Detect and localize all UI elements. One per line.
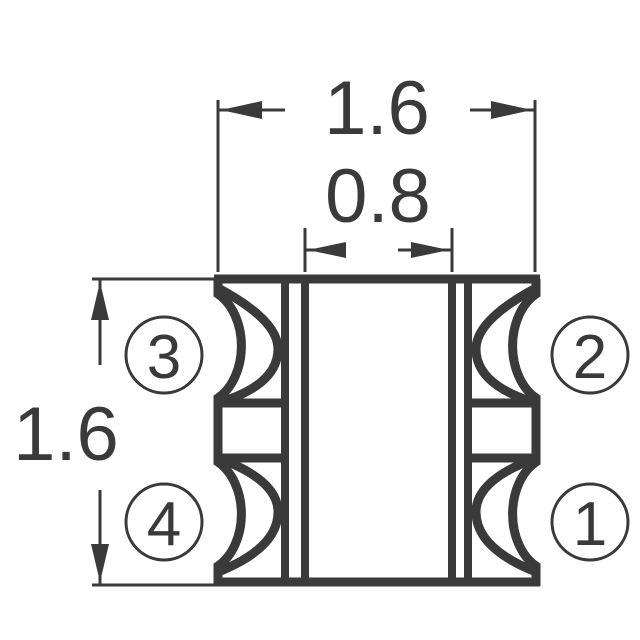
overall-height-label: 1.6: [13, 392, 119, 477]
inner-arc-right-bottom-lower: [471, 511, 538, 577]
pin-circle-1: [550, 482, 630, 562]
arrow-down-icon: [91, 544, 109, 582]
inner-arrow-right-icon: [411, 242, 449, 258]
inner-arc-left-bottom-lower: [216, 511, 283, 577]
package-body: [213, 274, 541, 587]
pin-callout-3: 3: [124, 315, 204, 395]
inner-arrow-left-icon: [308, 242, 346, 258]
dimension-overall-height: [91, 277, 214, 587]
pin-circle-2: [550, 315, 630, 395]
pin-callout-1: 1: [550, 482, 630, 562]
pin-circle-4: [124, 482, 204, 562]
dimension-overall-width: [216, 100, 537, 272]
pin-circle-3: [124, 315, 204, 395]
pin-callout-2: 2: [550, 315, 630, 395]
pin-label-2: 2: [573, 323, 607, 392]
pin-label-3: 3: [147, 323, 181, 392]
overall-width-label: 1.6: [324, 66, 430, 151]
pin-label-1: 1: [573, 490, 607, 559]
pin-label-4: 4: [147, 490, 181, 559]
arrow-right-icon: [491, 101, 532, 119]
arrow-up-icon: [91, 282, 109, 320]
arrow-left-icon: [221, 101, 262, 119]
dimension-inner-width: [303, 228, 454, 272]
inner-width-label: 0.8: [325, 154, 431, 239]
pin-callout-4: 4: [124, 482, 204, 562]
inner-arc-right-top: [471, 284, 539, 350]
body-left-edge: [213, 279, 246, 586]
body-right-edge: [508, 279, 541, 586]
inner-arc-left-top: [215, 284, 283, 350]
inner-arc-right-bottom: [471, 453, 538, 513]
inner-arc-left-bottom: [216, 453, 283, 513]
